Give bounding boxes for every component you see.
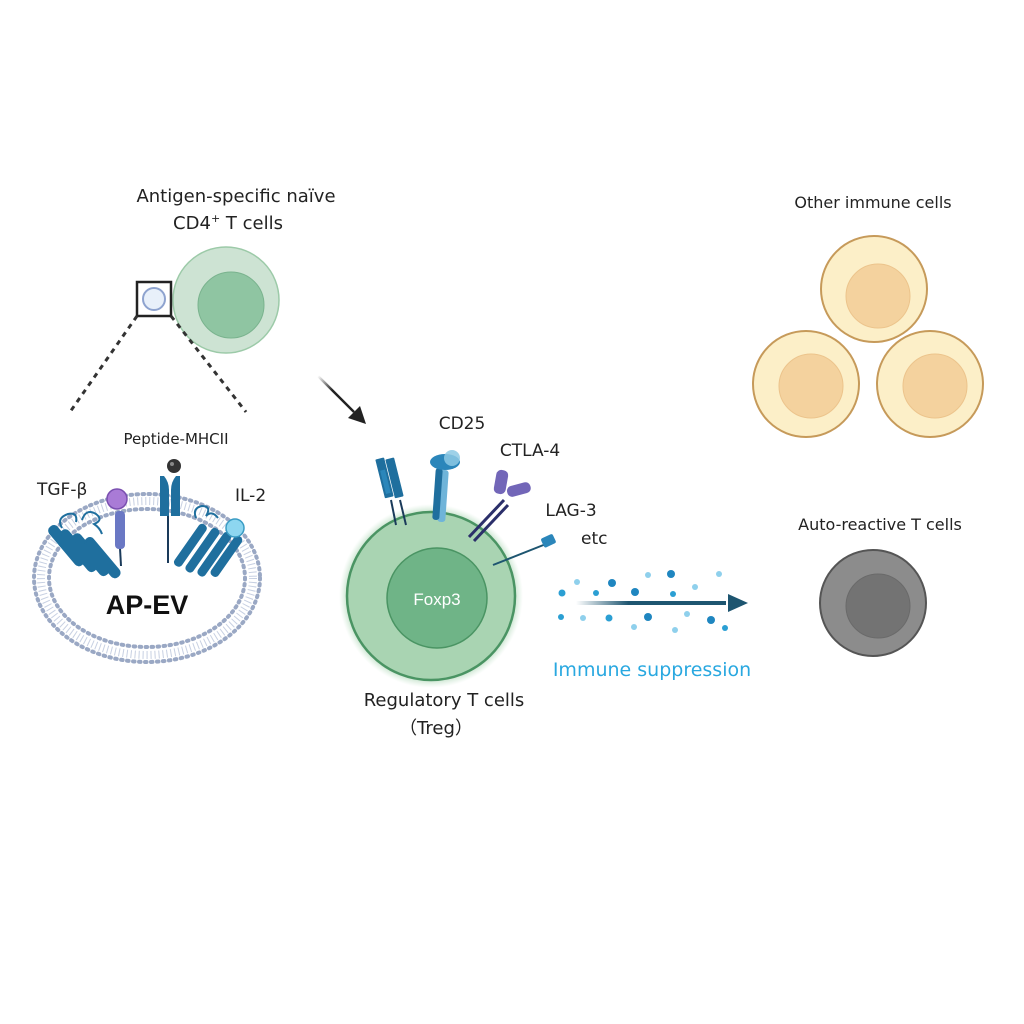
vesicle-outer-bilayer [32,492,262,664]
auto-reactive-cell-nucleus [845,573,911,639]
treg-title-line1: Regulatory T cells [364,690,525,711]
tgf-beta-label: TGF-β [36,480,87,500]
lag3-label: LAG-3 [545,501,596,521]
cytokine-dot [672,627,678,633]
peptide-mhcii-molecule [160,459,181,563]
cytokine-dot [722,625,728,631]
other-immune-cells-group: Other immune cells [752,193,984,438]
ctla4-label: CTLA-4 [500,441,560,461]
differentiation-arrow [317,375,366,424]
cytokine-dot [707,616,715,624]
treg-cell-group: Foxp3 CD25 CTLA-4 LAG-3 [339,414,607,739]
vesicle-lipid-tails [37,497,257,659]
auto-reactive-label: Auto-reactive T cells [798,515,962,534]
cytokine-dot [684,611,690,617]
suppression-arrow-shaft [576,601,726,605]
ap-ev-vesicle-group: AP-EV TGF-β Peptide-MHCII [32,430,266,664]
etc-receptor-icon [492,534,556,566]
foxp3-label: Foxp3 [413,590,460,609]
cytokine-dot [644,613,652,621]
cytokine-dot [692,584,698,590]
cytokine-dot [631,588,639,596]
il2-ligand [225,518,245,538]
naive-cell-nucleus [197,271,265,339]
cytokine-dot [667,570,675,578]
ev-in-zoom-box [142,287,166,311]
peptide-mhcii-label: Peptide-MHCII [123,430,228,448]
naive-cell-title-line2: CD4+ T cells [173,212,283,234]
zoom-line-right [169,315,248,413]
other-immune-cell-top [820,235,928,343]
naive-cell-rest-text: T cells [220,213,283,234]
immune-suppression-group: Immune suppression [553,570,751,681]
cytokine-dot [593,590,599,596]
naive-cell-cd4-text: CD4 [173,213,211,234]
naive-cd4-t-cell-group: Antigen-specific naïve CD4+ T cells [68,186,336,413]
cytokine-dots [558,570,728,633]
cytokine-dot [631,624,637,630]
il2-label: IL-2 [235,486,266,506]
etc-label: etc [581,529,607,549]
cytokine-dot [670,591,676,597]
naive-cell-superscript: + [211,212,220,225]
tgf-beta-molecule [106,488,128,567]
other-immune-cell-left [752,330,860,438]
ap-ev-label: AP-EV [106,590,189,620]
other-immune-cell-right [876,330,984,438]
il2-receptor-icon [173,504,245,577]
cytokine-dot [605,614,613,622]
cytokine-dot [716,571,722,577]
treg-nucleus [386,547,488,649]
suppression-arrow-head [728,594,748,612]
cytokine-dot [608,579,616,587]
cd25-receptor-icon [430,450,460,523]
zoom-line-left [68,315,139,413]
cd25-label: CD25 [439,414,486,434]
cytokine-dot [645,572,651,578]
naive-cell-title-line1: Antigen-specific naïve [136,186,335,207]
other-immune-cells-label: Other immune cells [794,193,951,212]
cytokine-dot [558,614,564,620]
cytokine-dot [558,589,566,597]
immune-suppression-label: Immune suppression [553,659,751,681]
left-receptor-icon [48,511,121,579]
auto-reactive-t-cells-group: Auto-reactive T cells [798,515,962,657]
treg-title-line2: （Treg） [399,718,473,739]
cytokine-dot [580,615,586,621]
ctla4-receptor-icon [467,469,531,543]
cytokine-dot [574,579,580,585]
tcr-receptor-icon [375,457,407,526]
